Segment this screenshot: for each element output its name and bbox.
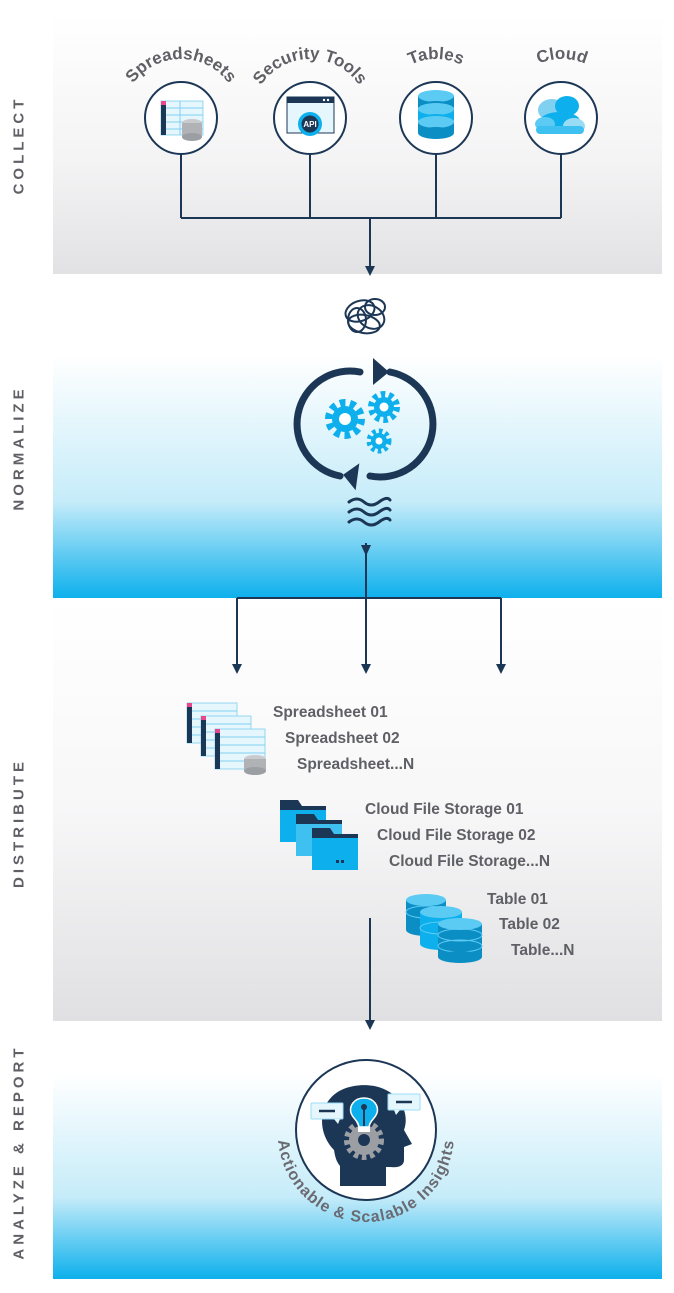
api-icon: API xyxy=(286,96,335,136)
spreadsheet-stack-icon xyxy=(186,702,266,775)
collect-connectors xyxy=(180,154,562,276)
gear-large-icon xyxy=(325,399,365,439)
api-icon-text: API xyxy=(303,120,316,129)
waves-icon xyxy=(347,496,392,527)
process-gears-icon xyxy=(293,358,437,491)
output-cloud-2: Cloud File Storage 02 xyxy=(377,827,535,844)
source-spreadsheets xyxy=(144,81,218,155)
output-cloud-n: Cloud File Storage...N xyxy=(389,853,550,870)
source-tables xyxy=(399,81,473,155)
output-table-1: Table 01 xyxy=(487,891,548,908)
distribute-connectors xyxy=(232,543,506,1030)
cloud-icon xyxy=(535,96,585,134)
output-spreadsheet-n: Spreadsheet...N xyxy=(297,756,414,773)
source-security-tools: API xyxy=(273,81,347,155)
gear-top-icon xyxy=(368,391,400,423)
normalize-band xyxy=(53,275,662,598)
source-label-spreadsheets: Spreadsheets xyxy=(122,44,241,86)
output-table-n: Table...N xyxy=(511,942,574,959)
database-icon xyxy=(418,90,454,139)
source-label-tables: Tables xyxy=(405,44,467,69)
folder-stack-icon xyxy=(280,800,358,870)
gear-small-icon xyxy=(366,428,392,454)
output-table-2: Table 02 xyxy=(499,916,560,933)
output-spreadsheet-1: Spreadsheet 01 xyxy=(273,704,388,721)
distribute-band xyxy=(53,599,662,1021)
database-stack-icon xyxy=(405,894,483,963)
speech-bubble-right-icon xyxy=(387,1093,421,1115)
tangle-icon xyxy=(344,298,386,335)
output-cloud-1: Cloud File Storage 01 xyxy=(365,801,524,818)
speech-bubble-left-icon xyxy=(310,1102,344,1124)
source-label-cloud: Cloud xyxy=(534,44,590,68)
spreadsheet-icon xyxy=(160,100,204,141)
source-cloud xyxy=(524,81,598,155)
output-spreadsheet-2: Spreadsheet 02 xyxy=(285,730,400,747)
insights-head-icon xyxy=(310,1085,421,1186)
